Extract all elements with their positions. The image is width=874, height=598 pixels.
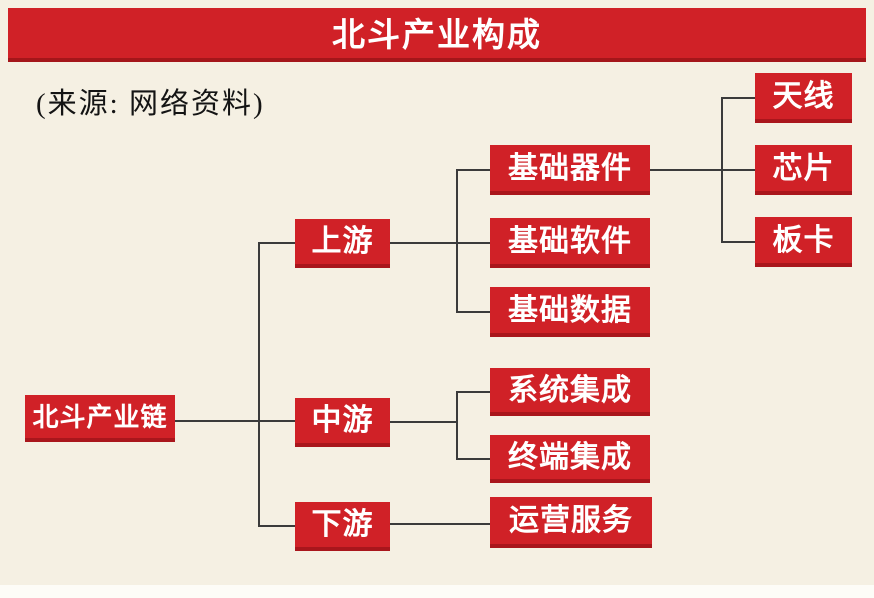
node-board: 板卡 bbox=[755, 217, 852, 267]
connector-line bbox=[258, 242, 295, 244]
connector-line bbox=[258, 525, 295, 527]
connector-line bbox=[456, 458, 490, 460]
node-basic-data: 基础数据 bbox=[490, 287, 650, 337]
node-midstream: 中游 bbox=[295, 398, 390, 447]
connector-line bbox=[456, 242, 490, 244]
connector-line bbox=[456, 311, 490, 313]
connector-line bbox=[456, 391, 490, 393]
connector-line bbox=[721, 97, 755, 99]
connector-line bbox=[650, 169, 722, 171]
node-operation-services: 运营服务 bbox=[490, 497, 652, 548]
connector-line bbox=[721, 241, 755, 243]
connector-line bbox=[258, 242, 260, 527]
node-system-integration: 系统集成 bbox=[490, 368, 650, 416]
node-chip: 芯片 bbox=[755, 145, 852, 195]
connector-line bbox=[388, 523, 490, 525]
diagram-panel: 北斗产业构成 (来源: 网络资料) 北斗产业链 上游 中游 下游 基础器件 bbox=[0, 0, 874, 585]
connector-line bbox=[456, 169, 490, 171]
source-note: (来源: 网络资料) bbox=[36, 88, 265, 120]
connector-line bbox=[175, 420, 295, 422]
connector-line bbox=[721, 169, 755, 171]
node-upstream: 上游 bbox=[295, 219, 390, 268]
node-antenna: 天线 bbox=[755, 73, 852, 123]
node-root: 北斗产业链 bbox=[25, 395, 175, 442]
connector-line bbox=[456, 391, 458, 460]
node-basic-software: 基础软件 bbox=[490, 218, 650, 268]
node-terminal-integration: 终端集成 bbox=[490, 435, 650, 483]
connector-line bbox=[390, 242, 457, 244]
node-basic-components: 基础器件 bbox=[490, 145, 650, 195]
connector-line bbox=[390, 421, 457, 423]
page-title: 北斗产业构成 bbox=[332, 15, 542, 53]
node-downstream: 下游 bbox=[295, 502, 390, 551]
connector-line bbox=[456, 169, 458, 313]
title-bar: 北斗产业构成 bbox=[8, 8, 866, 62]
